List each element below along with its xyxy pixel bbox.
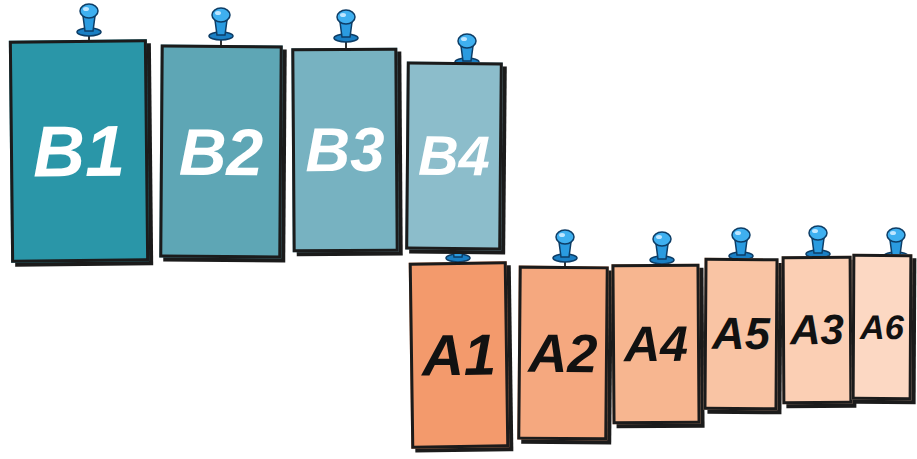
pinned-card: A6 [852,254,913,400]
pushpin [209,8,233,50]
pinned-card: B3 [291,48,398,253]
card-label: A4 [624,319,688,369]
pinned-card: B2 [159,45,282,259]
card-label: A3 [790,309,844,351]
card-label: B1 [33,115,126,188]
card-label: A2 [528,326,597,381]
pinned-card: B1 [9,39,149,262]
pinned-card: A2 [517,266,609,441]
pinned-card: A4 [611,264,700,425]
pinned-card: A3 [782,256,853,404]
card-label: B2 [179,118,264,185]
card-label: B3 [305,119,385,182]
card-label: A5 [712,311,770,357]
pinned-card: A1 [409,261,510,448]
pinned-card: B4 [405,62,503,251]
card-label: A1 [422,325,497,384]
card-label: A6 [860,310,904,344]
pinned-card: A5 [703,258,778,411]
card-label: B4 [418,128,490,185]
pushpin [334,10,358,52]
